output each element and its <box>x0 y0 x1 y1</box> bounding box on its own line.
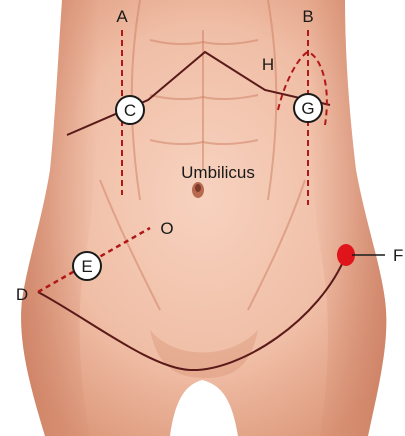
circle-e-label: E <box>81 257 92 276</box>
label-f: F <box>393 246 403 265</box>
circle-c-label: C <box>124 101 136 120</box>
label-h: H <box>262 55 274 74</box>
label-umbilicus: Umbilicus <box>181 163 255 182</box>
label-a: A <box>116 7 128 26</box>
label-b: B <box>302 7 313 26</box>
umbilicus-highlight <box>195 184 201 192</box>
label-d: D <box>16 285 28 304</box>
label-o: O <box>160 219 173 238</box>
circle-g-label: G <box>301 99 314 118</box>
